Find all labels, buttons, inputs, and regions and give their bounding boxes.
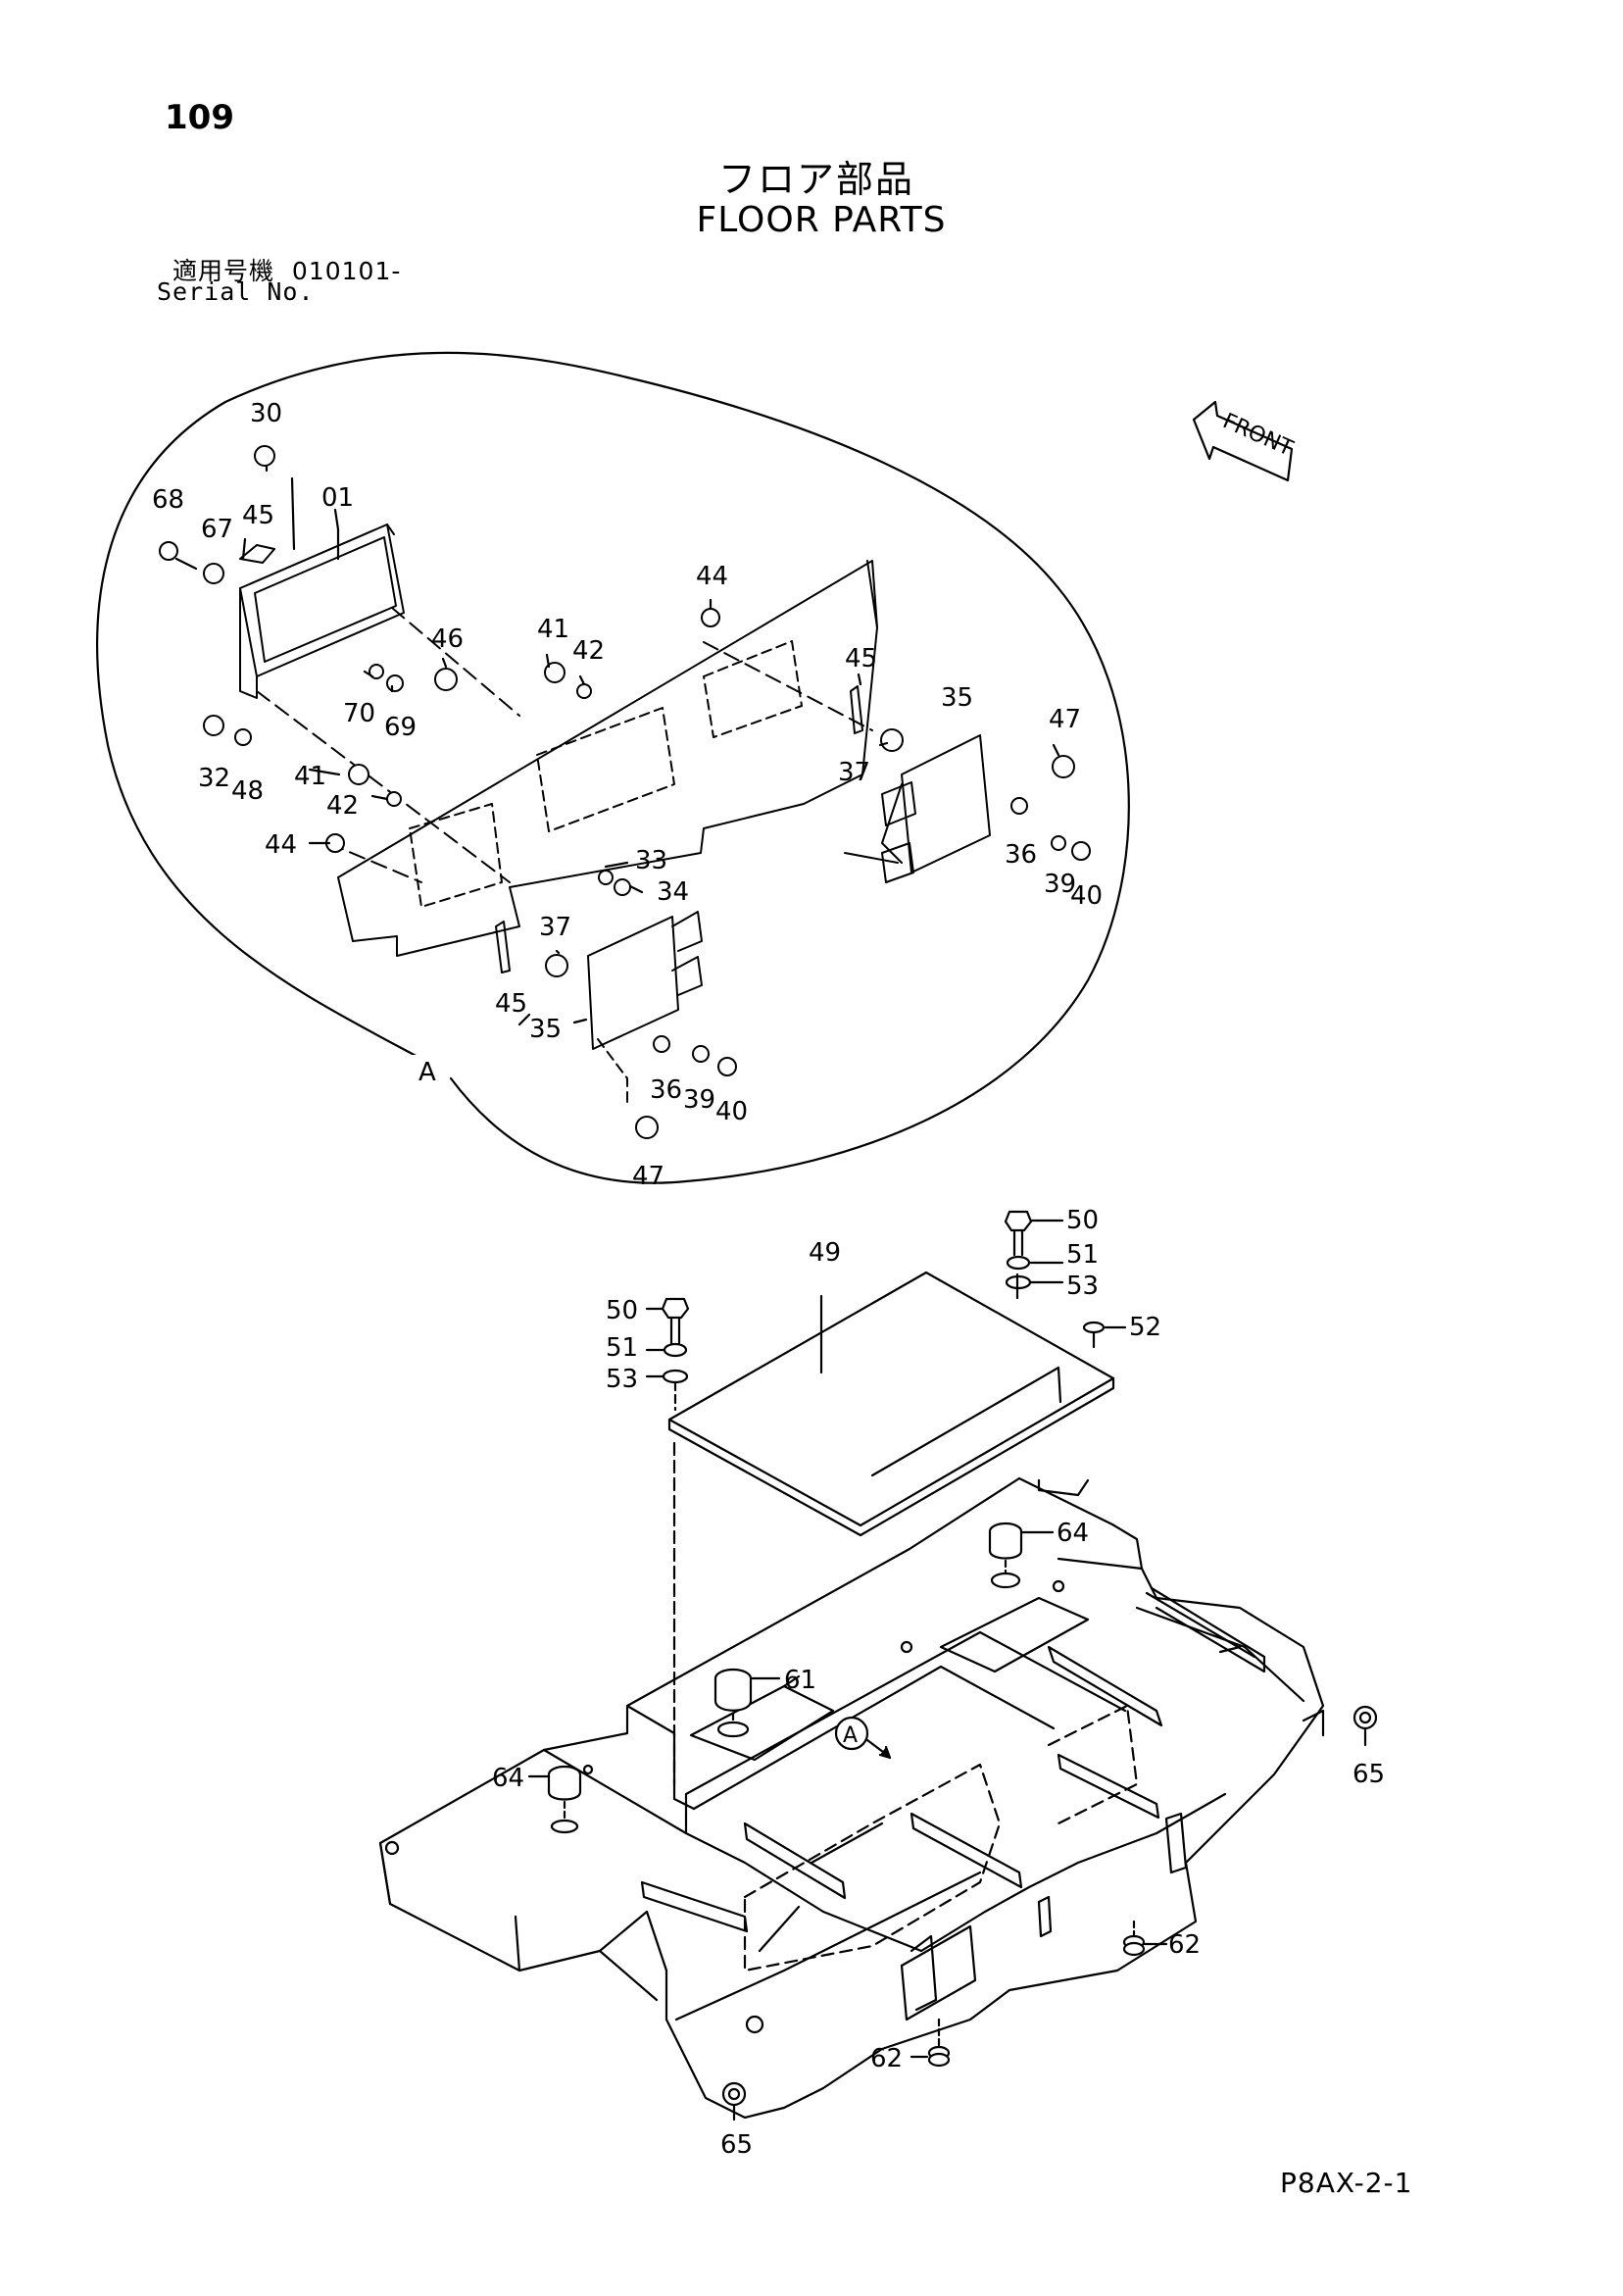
callout-41-mid: 41 (537, 615, 569, 644)
callout-42-left: 42 (326, 791, 359, 821)
washer-48-icon (234, 728, 252, 746)
callout-46: 46 (431, 624, 464, 654)
title-japanese: フロア部品 (717, 158, 914, 201)
grommet-61-icon (713, 1668, 753, 1738)
serial-label-english: Serial No. (157, 277, 315, 306)
callout-65-right: 65 (1352, 1760, 1385, 1789)
callout-42-mid: 42 (572, 636, 605, 666)
callout-01: 01 (321, 483, 354, 513)
callout-52: 52 (1129, 1313, 1161, 1342)
bolt-41b-icon (544, 662, 566, 683)
bolt-68-icon (159, 541, 178, 561)
callout-35-left: 35 (529, 1015, 562, 1044)
callout-41-left: 41 (294, 762, 326, 791)
callout-48: 48 (231, 776, 264, 806)
callout-34: 34 (657, 877, 689, 907)
nut-34-icon (614, 878, 631, 896)
clip-36b-icon (1010, 797, 1028, 815)
screw-52-icon (1082, 1321, 1106, 1349)
washer-42b-icon (576, 683, 592, 699)
detail-a-outline (96, 351, 1130, 1184)
page-number: 109 (165, 98, 234, 137)
bolt-30-icon (254, 445, 275, 467)
callout-65-bottom: 65 (720, 2130, 753, 2160)
callout-36-left: 36 (650, 1075, 682, 1105)
callout-69: 69 (384, 713, 417, 742)
bolt-50-icon (1004, 1210, 1033, 1290)
floor-frame (378, 1476, 1325, 2120)
bolt-50b-icon (661, 1297, 690, 1412)
callout-49: 49 (809, 1238, 841, 1268)
serial-label-jp: 適用号機 (172, 257, 275, 285)
washer-33-icon (598, 870, 614, 885)
bolt-37-icon (880, 728, 904, 752)
bolt-44b-icon (701, 608, 720, 627)
callout-39-right: 39 (1044, 870, 1076, 899)
title-english: FLOOR PARTS (696, 200, 947, 240)
washer-39-icon (1051, 835, 1066, 851)
nut-65-icon (1352, 1705, 1378, 1730)
front-arrow-icon: FRONT (1192, 400, 1297, 482)
callout-37-right: 37 (838, 758, 870, 787)
nut-65b-icon (721, 2081, 747, 2107)
callout-61: 61 (784, 1666, 816, 1695)
callout-35-right: 35 (941, 683, 973, 713)
cap-62-icon (1122, 1934, 1146, 1957)
callout-47-bottom: 47 (632, 1162, 664, 1191)
callout-70: 70 (343, 699, 375, 728)
callout-45-left: 45 (495, 989, 527, 1019)
callout-51-right: 51 (1066, 1240, 1099, 1270)
bolt-41-icon (348, 764, 369, 785)
callout-51-left: 51 (606, 1333, 638, 1363)
serial-value: 010101- (291, 257, 402, 285)
callout-37-left: 37 (539, 913, 571, 942)
callout-50-right: 50 (1066, 1206, 1099, 1235)
callout-36-right: 36 (1005, 840, 1037, 870)
callout-45-right: 45 (845, 644, 877, 674)
footer-code: P8AX-2-1 (1280, 2167, 1413, 2199)
nut-69-icon (386, 674, 404, 692)
callout-47-right: 47 (1049, 705, 1081, 734)
grommet-64-icon (988, 1522, 1023, 1589)
serial-label-japanese: 適用号機 010101- (172, 252, 401, 287)
nut-40b-icon (717, 1057, 737, 1076)
collar-67-icon (203, 563, 224, 584)
detail-a-label: A (418, 1058, 436, 1087)
callout-53-left: 53 (606, 1365, 638, 1394)
callout-68: 68 (152, 485, 184, 515)
bolt-47b-icon (635, 1116, 659, 1139)
callout-67: 67 (201, 515, 233, 544)
washer-42-icon (386, 791, 402, 807)
callout-50-left: 50 (606, 1296, 638, 1325)
detail-a-callout-icon (834, 1716, 892, 1760)
grommet-64b-icon (547, 1765, 582, 1834)
callout-44-left: 44 (265, 830, 297, 860)
callout-30: 30 (250, 399, 282, 428)
callout-64-right: 64 (1057, 1519, 1089, 1548)
callout-33: 33 (635, 846, 667, 875)
bolt-46-icon (434, 668, 458, 691)
callout-39-left: 39 (683, 1085, 715, 1115)
nut-40-icon (1071, 841, 1091, 861)
callout-32: 32 (198, 764, 230, 793)
washer-39b-icon (692, 1045, 710, 1063)
clip-36-icon (653, 1035, 670, 1053)
callout-40-left: 40 (715, 1097, 748, 1126)
callout-62-bottom: 62 (870, 2044, 903, 2073)
callout-40-right: 40 (1070, 881, 1103, 911)
callout-62-right: 62 (1168, 1930, 1201, 1960)
callout-64-left: 64 (492, 1764, 524, 1793)
cap-62b-icon (927, 2045, 951, 2068)
detail-a-callout-label: A (843, 1723, 858, 1748)
washer-70-icon (369, 664, 384, 679)
callout-44-top: 44 (696, 562, 728, 591)
callout-53-right: 53 (1066, 1272, 1099, 1301)
bolt-32-icon (203, 715, 224, 736)
callout-45-top: 45 (242, 501, 274, 530)
bolt-47-icon (1052, 755, 1075, 778)
floor-cover-49 (667, 1271, 1115, 1786)
bolt-37b-icon (545, 954, 568, 977)
detail-a-contents (159, 445, 1091, 1139)
